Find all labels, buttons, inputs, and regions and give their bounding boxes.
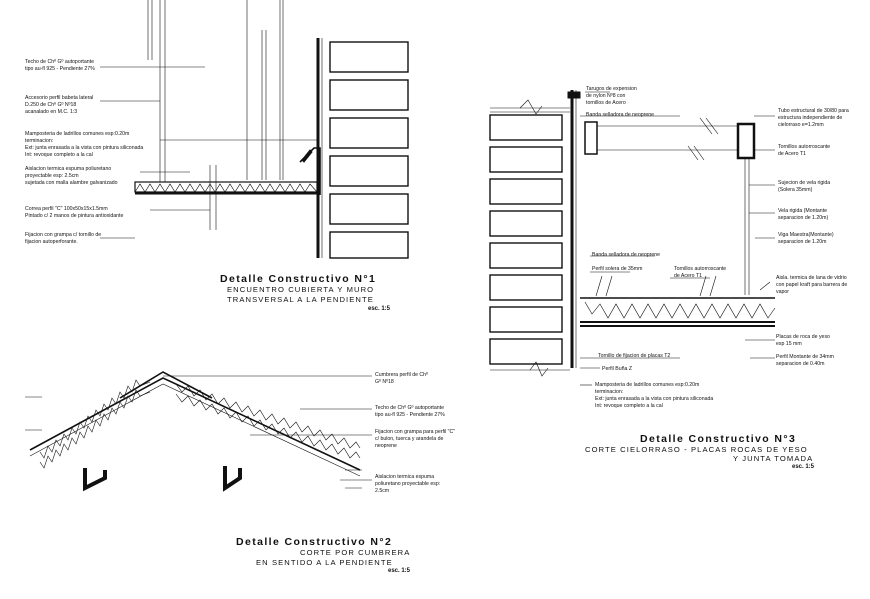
detail-3-title-block: Detalle Constructivo N°3 CORTE CIELORRAS… bbox=[585, 433, 815, 470]
detail-1-title: Detalle Constructivo N°1 bbox=[220, 273, 376, 285]
detail-3-subtitle-2: Y JUNTA TOMADA bbox=[733, 454, 813, 463]
detail-2-purlin-left bbox=[83, 468, 107, 492]
detail-3-title: Detalle Constructivo N°3 bbox=[640, 433, 796, 445]
d3-label-8: Banda selladora de neoprene bbox=[592, 252, 660, 258]
detail-2-drawing bbox=[25, 371, 372, 492]
detail-2-roof-panel-left bbox=[39, 379, 151, 469]
detail-2-roof-panel-right bbox=[175, 383, 361, 459]
detail-3-brick-wall bbox=[489, 114, 563, 365]
detail-2-title: Detalle Constructivo N°2 bbox=[236, 536, 392, 548]
d3-label-16: Mamposteria de ladrillos comunes esp:0.2… bbox=[595, 382, 713, 409]
d3-label-2: Banda selladora de neoprene bbox=[586, 112, 654, 118]
d3-label-5: Sujecion de vela rigida(Solera 35mm) bbox=[778, 180, 830, 193]
detail-2-subtitle-2: EN SENTIDO A LA PENDIENTE bbox=[256, 558, 393, 567]
detail-3-drawing bbox=[489, 90, 776, 386]
detail-1-title-block: Detalle Constructivo N°1 ENCUENTRO CUBIE… bbox=[220, 273, 391, 312]
detail-3-subtitle-1: CORTE CIELORRASO - PLACAS ROCAS DE YESO bbox=[585, 445, 808, 454]
detail-2-title-block: Detalle Constructivo N°2 CORTE POR CUMBR… bbox=[236, 536, 411, 574]
d3-label-13: Tornillo de fijacion de placas T2 bbox=[598, 353, 670, 359]
detail-1-brick-wall bbox=[329, 41, 409, 259]
detail-1-drawing bbox=[100, 0, 409, 259]
detail-1-subtitle-1: ENCUENTRO CUBIERTA Y MURO bbox=[227, 285, 374, 294]
detail-1-roof-panel bbox=[134, 181, 318, 195]
d3-label-15: Perfil Buña Z bbox=[602, 366, 632, 372]
detail-3-ceiling-panel bbox=[580, 297, 776, 327]
d1-label-3: Mamposteria de ladrillos comunes esp:0.2… bbox=[25, 131, 143, 158]
detail-1-scale: esc. 1:5 bbox=[368, 306, 391, 312]
detail-2-subtitle-1: CORTE POR CUMBRERA bbox=[300, 548, 410, 557]
d3-label-9: Perfil solera de 35mm bbox=[592, 266, 642, 272]
detail-1-subtitle-2: TRANSVERSAL A LA PENDIENTE bbox=[227, 295, 374, 304]
d2-label-3: Fijacion con grampa para perfil "C"c/ bu… bbox=[375, 429, 455, 449]
detail-2-scale: esc. 1:5 bbox=[388, 568, 411, 574]
detail-2-purlin-right bbox=[223, 466, 242, 492]
d3-label-7: Viga Maestra(Montante)separacion de 1.20… bbox=[778, 232, 834, 245]
detail-3-scale: esc. 1:5 bbox=[792, 464, 815, 470]
